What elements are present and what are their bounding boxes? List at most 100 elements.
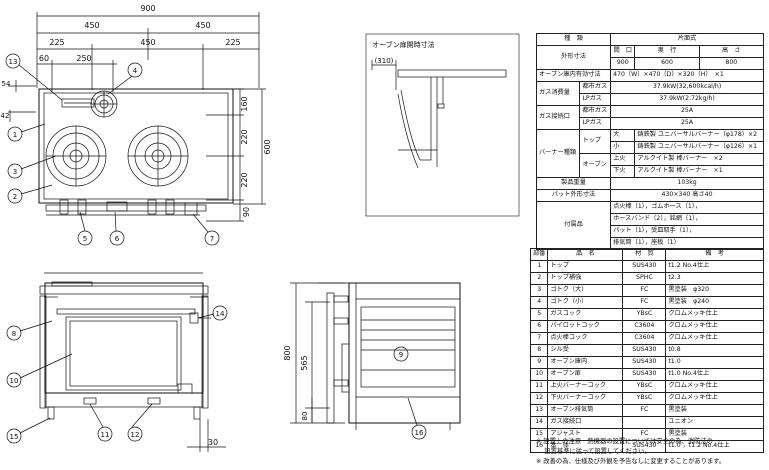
spec-pad-label: パット外形寸法 — [535, 189, 612, 202]
part-name: ガスコック — [547, 308, 624, 321]
spec-burner-big: 大 — [610, 129, 636, 142]
spec-table: 種 類 片面式 外形寸法 間 口 奥 行 高 さ 900 600 800 オーブ… — [535, 33, 765, 250]
callout-4: 4 — [133, 67, 138, 75]
part-material: SUS430 — [622, 344, 667, 357]
dim-60: 60 — [39, 54, 49, 63]
spec-type-label: 種 類 — [535, 33, 612, 46]
callout-12: 12 — [131, 431, 140, 439]
spec-conn-city-value: 25A — [610, 105, 764, 118]
dim-310: (310) — [375, 57, 394, 65]
part-name: ゴトク（小） — [547, 296, 624, 309]
part-remark: クロムメッキ仕上 — [665, 332, 764, 345]
dim-total-width: 900 — [140, 4, 155, 13]
part-material: SUS430 — [622, 440, 667, 453]
dim-225-left: 225 — [49, 38, 64, 47]
part-remark: t1.2 No.4仕上 — [665, 260, 764, 273]
part-remark: ユニオン — [665, 416, 764, 429]
spec-dim-w-label: 間 口 — [610, 45, 636, 58]
parts-header: 部番 — [529, 248, 549, 261]
callout-9: 9 — [399, 351, 403, 359]
spec-type-value: 片面式 — [610, 33, 764, 46]
callout-13: 13 — [9, 58, 18, 66]
spec-burner-small-value: 鋳鉄製 ユニバーサルバーナー（φ126）×1 — [634, 141, 764, 154]
spec-pad-value: 430×340 高さ40 — [610, 189, 764, 202]
part-remark: 黒塗装 φ320 — [665, 284, 764, 297]
dim-42: 42 — [1, 112, 10, 120]
callout-16: 16 — [415, 429, 424, 437]
dim-90: 90 — [242, 207, 251, 217]
parts-header: 材 質 — [622, 248, 667, 261]
dim-54: 54 — [2, 80, 11, 88]
spec-gas-lp-label: LPガス — [579, 93, 612, 106]
part-no: 9 — [529, 356, 549, 369]
dim-565: 565 — [300, 355, 309, 370]
part-no: 16 — [529, 440, 549, 453]
part-name: 上火バーナーコック — [547, 380, 624, 393]
part-remark: t1.0 — [665, 356, 764, 369]
note-line: ※ 設置上の注意 熱機器の設置については安全の為、消防法の — [536, 438, 713, 445]
callout-11: 11 — [101, 431, 110, 439]
part-no: 2 — [529, 272, 549, 285]
part-name: 下火バーナーコック — [547, 392, 624, 405]
note-line: ※ 改善の為、仕様及び外観を予告なしに変更することがあります。 — [536, 458, 726, 465]
spec-dim-h-label: 高 さ — [698, 45, 765, 58]
part-material: C3604 — [622, 332, 667, 345]
part-no: 8 — [529, 344, 549, 357]
part-name: トップ補強 — [547, 272, 624, 285]
part-remark: 黒塗装 — [665, 404, 764, 417]
part-no: 5 — [529, 308, 549, 321]
spec-burner-up-value: アルクイト製 棒バーナー ×2 — [634, 153, 764, 166]
spec-accessory-line: ホースバンド（2），銘網（1）， — [610, 213, 764, 226]
spec-dim-w: 900 — [610, 57, 636, 70]
part-material: FC — [622, 296, 667, 309]
spec-burner-oven: オーブン — [579, 153, 612, 178]
part-name: オーブン排気筒 — [547, 404, 624, 417]
dim-450-mid: 450 — [140, 38, 155, 47]
part-no: 10 — [529, 368, 549, 381]
part-material: FC — [622, 284, 667, 297]
spec-accessory-label: 付属品 — [535, 201, 612, 250]
spec-weight-value: 103kg — [610, 177, 764, 190]
callout-8: 8 — [12, 330, 16, 338]
part-no: 1 — [529, 260, 549, 273]
spec-accessory-line: 点火棒（1），ゴムホース（1）， — [610, 201, 764, 214]
part-material: SPHC — [622, 272, 667, 285]
dim-160: 160 — [240, 96, 249, 111]
part-remark: クロムメッキ仕上 — [665, 320, 764, 333]
parts-header: 備 考 — [665, 248, 764, 261]
part-material — [622, 416, 667, 429]
part-remark: t1.0 ，t1.2 No.4仕上 — [665, 440, 764, 453]
dim-half-right: 450 — [195, 21, 210, 30]
parts-header: 品 名 — [547, 248, 624, 261]
dim-250: 250 — [76, 54, 91, 63]
note-line: 設置基準に従って設置してください。 — [536, 448, 651, 455]
spec-burner-small: 小 — [610, 141, 636, 154]
spec-dim-d: 600 — [634, 57, 700, 70]
part-name: シル受 — [547, 344, 624, 357]
part-name: オーブン庫内 — [547, 356, 624, 369]
callout-14: 14 — [216, 310, 225, 318]
callout-1: 1 — [13, 131, 17, 139]
part-remark: t2.3 — [665, 272, 764, 285]
part-name: オーブン扉 — [547, 368, 624, 381]
spec-burner-up: 上火 — [610, 153, 636, 166]
part-material: YBsC — [622, 392, 667, 405]
spec-burner-big-value: 鋳鉄製 ユニバーサルバーナー（φ178）×2 — [634, 129, 764, 142]
part-no: 12 — [529, 392, 549, 405]
callout-7: 7 — [210, 235, 214, 243]
part-remark: t1.0 No.4仕上 — [665, 368, 764, 381]
part-name: 本 体 — [547, 440, 624, 453]
spec-oven-value: 470（W）×470（D）×320（H） ×1 — [610, 69, 764, 82]
